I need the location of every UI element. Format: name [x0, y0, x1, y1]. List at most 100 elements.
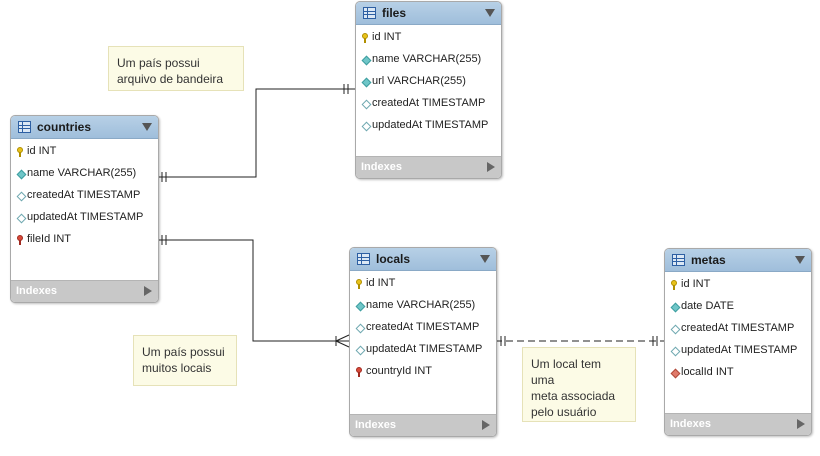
column-text: updatedAt TIMESTAMP [366, 343, 483, 355]
column-text: createdAt TIMESTAMP [372, 97, 486, 109]
column-text: countryId INT [366, 365, 433, 377]
column-text: id INT [681, 278, 711, 290]
indexes-bar[interactable]: Indexes [11, 280, 158, 302]
column-row[interactable]: url VARCHAR(255) [356, 71, 501, 93]
column-row[interactable]: name VARCHAR(255) [350, 295, 496, 317]
column-row[interactable]: updatedAt TIMESTAMP [350, 339, 496, 361]
column-text: fileId INT [27, 233, 72, 245]
table-name: files [382, 6, 407, 20]
table-name: metas [691, 253, 726, 267]
column-text: createdAt TIMESTAMP [366, 321, 480, 333]
table-locals[interactable]: locals id INT name VARCHAR(255) createdA… [349, 247, 497, 437]
primary-key-icon [356, 279, 362, 289]
column-text: url VARCHAR(255) [372, 75, 466, 87]
table-header[interactable]: locals [350, 248, 496, 271]
empty-diamond-icon [670, 346, 681, 357]
note-files[interactable]: Um país possui arquivo de bandeira [108, 46, 244, 91]
indexes-bar[interactable]: Indexes [356, 156, 501, 178]
note-locals[interactable]: Um país possui muitos locais [133, 335, 237, 386]
column-text: updatedAt TIMESTAMP [681, 344, 798, 356]
table-metas[interactable]: metas id INT date DATE createdAt TIMESTA… [664, 248, 812, 436]
table-icon [363, 7, 376, 19]
indexes-bar[interactable]: Indexes [665, 413, 811, 435]
column-row[interactable]: name VARCHAR(255) [356, 49, 501, 71]
table-files[interactable]: files id INT name VARCHAR(255) url VARCH… [355, 1, 502, 179]
empty-diamond-icon [670, 324, 681, 335]
indexes-label: Indexes [16, 285, 57, 297]
expand-arrow-icon[interactable] [144, 286, 152, 296]
indexes-label: Indexes [355, 419, 396, 431]
column-row[interactable]: date DATE [665, 296, 811, 318]
table-icon [357, 253, 370, 265]
column-text: createdAt TIMESTAMP [27, 189, 141, 201]
indexes-bar[interactable]: Indexes [350, 414, 496, 436]
column-text: updatedAt TIMESTAMP [372, 119, 489, 131]
column-row[interactable]: createdAt TIMESTAMP [356, 93, 501, 115]
table-header[interactable]: metas [665, 249, 811, 272]
column-text: createdAt TIMESTAMP [681, 322, 795, 334]
column-row[interactable]: createdAt TIMESTAMP [11, 185, 158, 207]
empty-diamond-icon [361, 99, 372, 110]
foreign-key-icon [356, 367, 362, 377]
primary-key-icon [362, 33, 368, 43]
filled-diamond-icon [361, 55, 372, 66]
column-text: id INT [372, 31, 402, 43]
table-name: countries [37, 120, 92, 134]
empty-diamond-icon [361, 121, 372, 132]
empty-diamond-icon [355, 323, 366, 334]
indexes-label: Indexes [670, 418, 711, 430]
column-row[interactable]: fileId INT [11, 229, 158, 251]
column-text: name VARCHAR(255) [372, 53, 482, 65]
note-metas[interactable]: Um local tem uma meta associada pelo usu… [522, 347, 636, 422]
column-row[interactable]: id INT [11, 141, 158, 163]
indexes-label: Indexes [361, 161, 402, 173]
column-text: name VARCHAR(255) [366, 299, 476, 311]
table-icon [672, 254, 685, 266]
column-row[interactable]: createdAt TIMESTAMP [350, 317, 496, 339]
expand-arrow-icon[interactable] [797, 419, 805, 429]
crowfoot-toe [335, 340, 350, 348]
column-row[interactable]: id INT [350, 273, 496, 295]
link-countries-files [157, 88, 355, 178]
foreign-key-icon [17, 235, 23, 245]
column-text: id INT [366, 277, 396, 289]
column-row[interactable]: updatedAt TIMESTAMP [356, 115, 501, 137]
crowfoot-toe [335, 334, 350, 342]
empty-diamond-icon [16, 191, 27, 202]
column-row[interactable]: updatedAt TIMESTAMP [11, 207, 158, 229]
column-row[interactable]: countryId INT [350, 361, 496, 383]
collapse-arrow-icon[interactable] [142, 123, 152, 131]
column-text: id INT [27, 145, 57, 157]
collapse-arrow-icon[interactable] [480, 255, 490, 263]
filled-diamond-icon [16, 169, 27, 180]
empty-diamond-icon [16, 213, 27, 224]
filled-diamond-icon [361, 77, 372, 88]
table-header[interactable]: files [356, 2, 501, 25]
column-text: localId INT [681, 366, 734, 378]
table-name: locals [376, 252, 411, 266]
column-row[interactable]: id INT [665, 274, 811, 296]
column-row[interactable]: name VARCHAR(255) [11, 163, 158, 185]
primary-key-icon [671, 280, 677, 290]
column-text: updatedAt TIMESTAMP [27, 211, 144, 223]
filled-diamond-icon [670, 302, 681, 313]
column-text: name VARCHAR(255) [27, 167, 137, 179]
expand-arrow-icon[interactable] [482, 420, 490, 430]
expand-arrow-icon[interactable] [487, 162, 495, 172]
collapse-arrow-icon[interactable] [485, 9, 495, 17]
link-countries-locals [157, 239, 349, 342]
table-icon [18, 121, 31, 133]
column-text: date DATE [681, 300, 734, 312]
collapse-arrow-icon[interactable] [795, 256, 805, 264]
red-diamond-icon [670, 368, 681, 379]
empty-diamond-icon [355, 345, 366, 356]
column-row[interactable]: id INT [356, 27, 501, 49]
primary-key-icon [17, 147, 23, 157]
column-row[interactable]: localId INT [665, 362, 811, 384]
table-countries[interactable]: countries id INT name VARCHAR(255) creat… [10, 115, 159, 303]
column-row[interactable]: updatedAt TIMESTAMP [665, 340, 811, 362]
filled-diamond-icon [355, 301, 366, 312]
column-row[interactable]: createdAt TIMESTAMP [665, 318, 811, 340]
table-header[interactable]: countries [11, 116, 158, 139]
